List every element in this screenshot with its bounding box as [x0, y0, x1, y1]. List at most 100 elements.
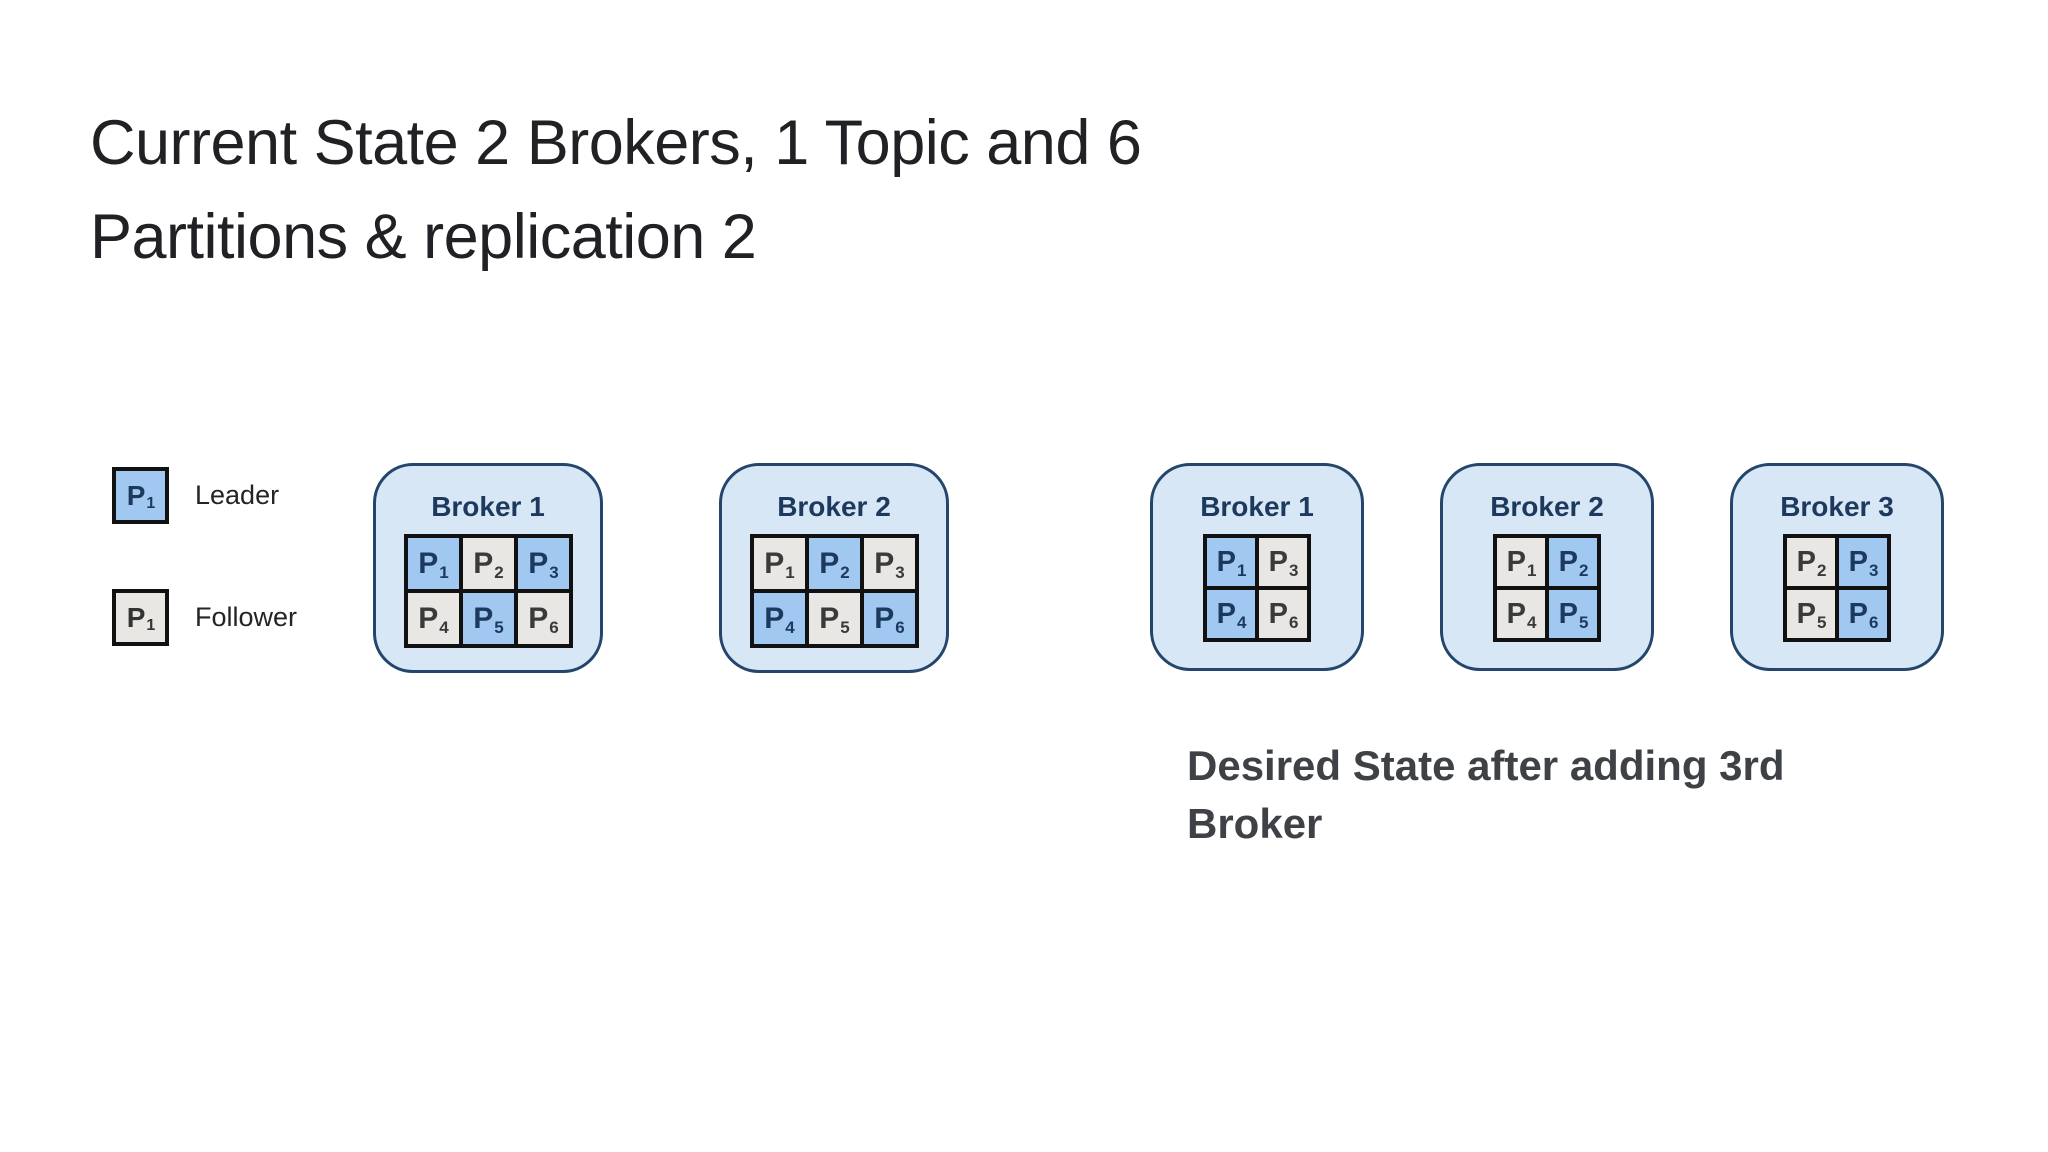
partition-subscript: 4 — [785, 617, 795, 637]
partition-subscript: 6 — [549, 617, 559, 637]
broker-title: Broker 1 — [431, 491, 545, 522]
partition-subscript: 3 — [1288, 561, 1299, 580]
partition-symbol: P — [126, 601, 146, 633]
partition-symbol: P — [1796, 545, 1816, 578]
partition-subscript: 5 — [840, 617, 850, 637]
legend-label-leader: Leader — [195, 480, 280, 510]
partition-symbol: P — [764, 601, 785, 635]
partition-symbol: P — [764, 546, 785, 580]
partition-subscript: 5 — [494, 617, 504, 637]
desired-state-caption-line-2: Broker — [1187, 800, 1323, 847]
slide-title-line-2: Partitions & replication 2 — [90, 202, 757, 272]
partition-subscript: 2 — [1816, 561, 1827, 580]
partition-subscript: 5 — [1816, 613, 1827, 632]
partition-symbol: P — [418, 601, 439, 635]
legend-label-follower: Follower — [195, 602, 298, 632]
partition-symbol: P — [1558, 597, 1578, 630]
partition-symbol: P — [1848, 545, 1868, 578]
broker-title: Broker 1 — [1200, 491, 1314, 522]
desired-state-caption: Desired State after adding 3rd Broker — [1187, 737, 1785, 853]
partition-subscript: 1 — [1236, 561, 1247, 580]
partition-subscript: 2 — [1578, 561, 1589, 580]
partition-subscript: 3 — [549, 562, 559, 582]
partition-subscript: 6 — [1288, 613, 1299, 632]
partition-symbol: P — [1216, 597, 1236, 630]
partition-subscript: 3 — [895, 562, 905, 582]
partition-subscript: 1 — [146, 616, 156, 634]
broker-title: Broker 2 — [1490, 491, 1604, 522]
partition-symbol: P — [819, 601, 840, 635]
partition-symbol: P — [126, 479, 146, 511]
partition-symbol: P — [1216, 545, 1236, 578]
partition-symbol: P — [1558, 545, 1578, 578]
slide-title-line-1: Current State 2 Brokers, 1 Topic and 6 — [90, 108, 1142, 178]
partition-symbol: P — [1506, 545, 1526, 578]
partition-symbol: P — [473, 546, 494, 580]
partition-subscript: 4 — [439, 617, 449, 637]
partition-subscript: 4 — [1236, 613, 1247, 632]
partition-subscript: 1 — [785, 562, 795, 582]
partition-symbol: P — [1268, 597, 1288, 630]
partition-subscript: 3 — [1868, 561, 1879, 580]
partition-subscript: 2 — [494, 562, 504, 582]
partition-subscript: 2 — [840, 562, 850, 582]
partition-symbol: P — [1506, 597, 1526, 630]
slide-title: Current State 2 Brokers, 1 Topic and 6 P… — [90, 96, 1142, 284]
partition-symbol: P — [819, 546, 840, 580]
partition-symbol: P — [874, 601, 895, 635]
partition-symbol: P — [473, 601, 494, 635]
partition-symbol: P — [1268, 545, 1288, 578]
partition-subscript: 6 — [895, 617, 905, 637]
partition-subscript: 1 — [439, 562, 449, 582]
broker-title: Broker 2 — [777, 491, 891, 522]
desired-state-caption-line-1: Desired State after adding 3rd — [1187, 742, 1785, 789]
partition-subscript: 5 — [1578, 613, 1589, 632]
partition-subscript: 6 — [1868, 613, 1879, 632]
partition-subscript: 1 — [1526, 561, 1537, 580]
partition-symbol: P — [418, 546, 439, 580]
broker-title: Broker 3 — [1780, 491, 1894, 522]
partition-symbol: P — [528, 601, 549, 635]
partition-symbol: P — [874, 546, 895, 580]
partition-symbol: P — [528, 546, 549, 580]
